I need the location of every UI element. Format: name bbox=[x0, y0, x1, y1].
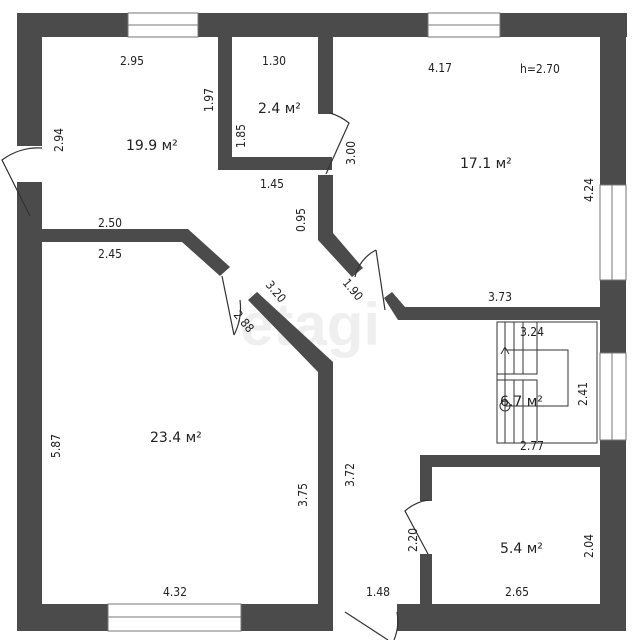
windows bbox=[107, 12, 627, 632]
doors bbox=[1, 112, 429, 640]
dimension-label: 4.32 bbox=[163, 585, 187, 599]
dimension-label: 1.30 bbox=[262, 54, 286, 68]
window bbox=[599, 184, 627, 281]
room-area: 17.1 м² bbox=[460, 156, 512, 172]
dimension-label: 0.95 bbox=[294, 208, 308, 232]
dimension-label: 5.87 bbox=[49, 434, 63, 458]
dimension-label: 1.45 bbox=[260, 177, 284, 191]
dimension-label: 3.75 bbox=[296, 483, 310, 507]
ceiling-height: h=2.70 bbox=[520, 62, 560, 76]
dimension-label: 1.48 bbox=[366, 585, 390, 599]
inner-walls bbox=[42, 37, 600, 604]
dimension-label: 4.24 bbox=[582, 178, 596, 202]
dimension-label: 2.41 bbox=[576, 382, 590, 406]
staircase bbox=[496, 321, 598, 444]
dimension-label: 2.65 bbox=[505, 585, 529, 599]
dimension-label: 3.73 bbox=[488, 290, 512, 304]
dimension-label: 1.85 bbox=[234, 124, 248, 148]
room-area: 2.4 м² bbox=[258, 101, 301, 117]
room-area: 6.7 м² bbox=[500, 394, 543, 410]
dimension-label: 3.72 bbox=[343, 463, 357, 487]
dimension-label: 2.77 bbox=[520, 439, 544, 453]
dimension-label: 4.17 bbox=[428, 61, 452, 75]
dimension-label: 2.45 bbox=[98, 247, 122, 261]
dimension-label: 1.97 bbox=[202, 88, 216, 112]
dimension-label: 2.50 bbox=[98, 216, 122, 230]
room-area: 23.4 м² bbox=[150, 430, 202, 446]
dimension-label: 3.00 bbox=[344, 141, 358, 165]
dimension-label: 2.04 bbox=[582, 534, 596, 558]
window bbox=[599, 352, 627, 441]
room-area: 19.9 м² bbox=[126, 138, 178, 154]
dimension-labels: 2.95 1.30 4.17 1.45 2.50 2.45 3.73 3.24 … bbox=[49, 54, 596, 599]
dimension-label: 2.94 bbox=[52, 128, 66, 152]
dimension-label: 2.20 bbox=[406, 528, 420, 552]
room-area: 5.4 м² bbox=[500, 541, 543, 557]
dimension-label: 3.24 bbox=[520, 325, 544, 339]
dimension-label: 2.95 bbox=[120, 54, 144, 68]
